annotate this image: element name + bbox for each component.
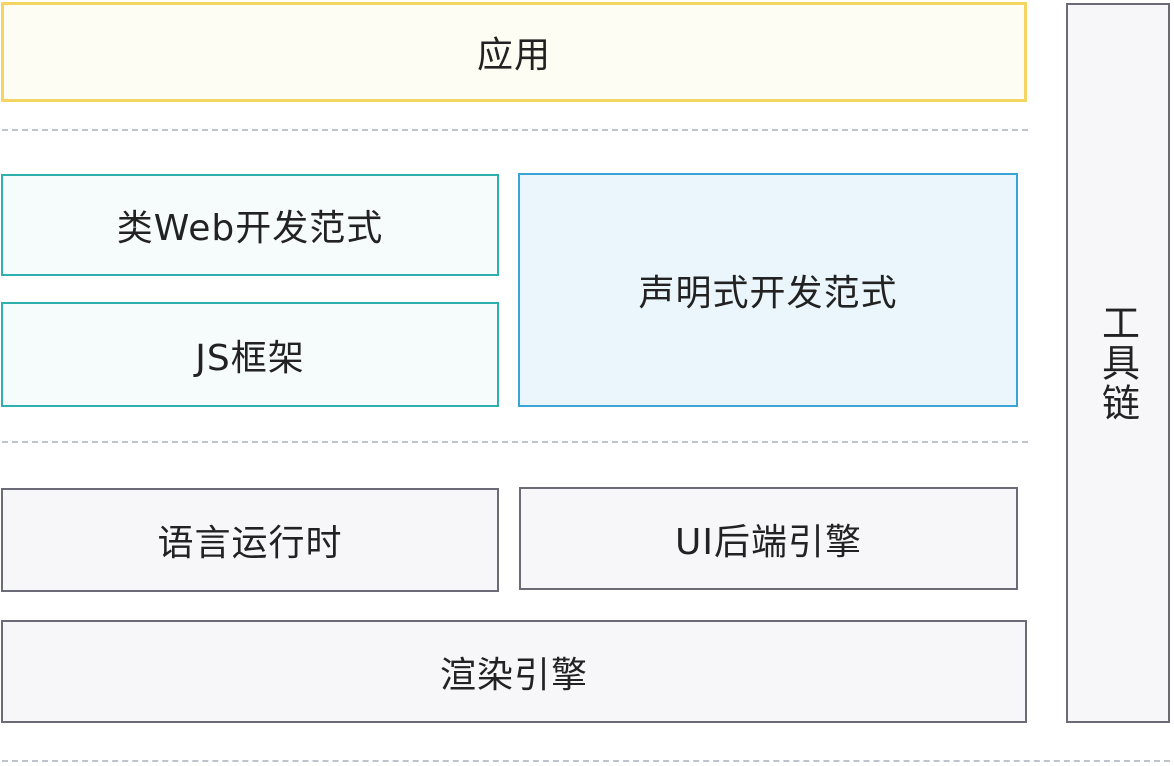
- declarative-paradigm-box: 声明式开发范式: [518, 173, 1018, 407]
- toolchain-box: 工具链: [1066, 3, 1170, 723]
- ui-backend-engine-label: UI后端引擎: [675, 521, 862, 563]
- app-layer-label: 应用: [476, 35, 551, 76]
- ui-backend-engine-box: UI后端引擎: [519, 487, 1018, 590]
- toolchain-label: 工具链: [1095, 303, 1140, 423]
- divider-bottom: [2, 760, 1170, 762]
- js-framework-label: JS框架: [195, 337, 305, 379]
- app-layer-box: 应用: [1, 2, 1027, 102]
- language-runtime-label: 语言运行时: [157, 523, 343, 564]
- declarative-paradigm-label: 声明式开发范式: [638, 273, 898, 314]
- divider-top: [2, 129, 1028, 131]
- js-framework-box: JS框架: [1, 302, 499, 407]
- render-engine-box: 渲染引擎: [1, 620, 1027, 723]
- web-paradigm-label: 类Web开发范式: [116, 208, 384, 249]
- web-paradigm-box: 类Web开发范式: [1, 174, 499, 276]
- render-engine-label: 渲染引擎: [439, 654, 588, 696]
- language-runtime-box: 语言运行时: [1, 488, 499, 592]
- divider-middle: [2, 441, 1028, 443]
